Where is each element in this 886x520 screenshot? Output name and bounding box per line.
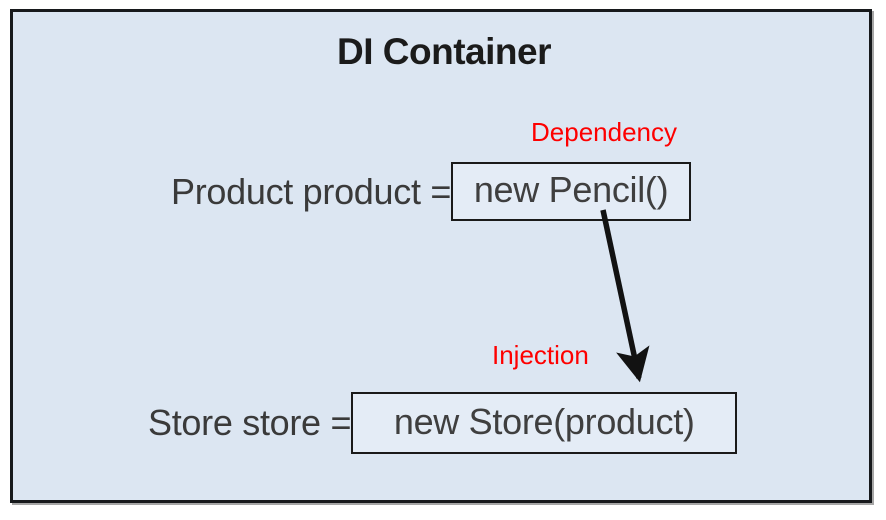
- di-container-box: DI Container Dependency Product product …: [10, 9, 872, 503]
- statement-product-lhs: Product product =: [171, 170, 452, 212]
- dependency-expression-box: new Pencil(): [451, 162, 692, 221]
- di-container-title: DI Container: [337, 31, 551, 72]
- statement-product: Product product = new Pencil(): [171, 162, 692, 221]
- statement-store: Store store = new Store(product): [148, 392, 738, 454]
- dependency-label: Dependency: [531, 117, 677, 147]
- injection-label: Injection: [492, 340, 589, 370]
- injection-expression-box: new Store(product): [351, 392, 738, 454]
- statement-store-lhs: Store store =: [148, 402, 352, 443]
